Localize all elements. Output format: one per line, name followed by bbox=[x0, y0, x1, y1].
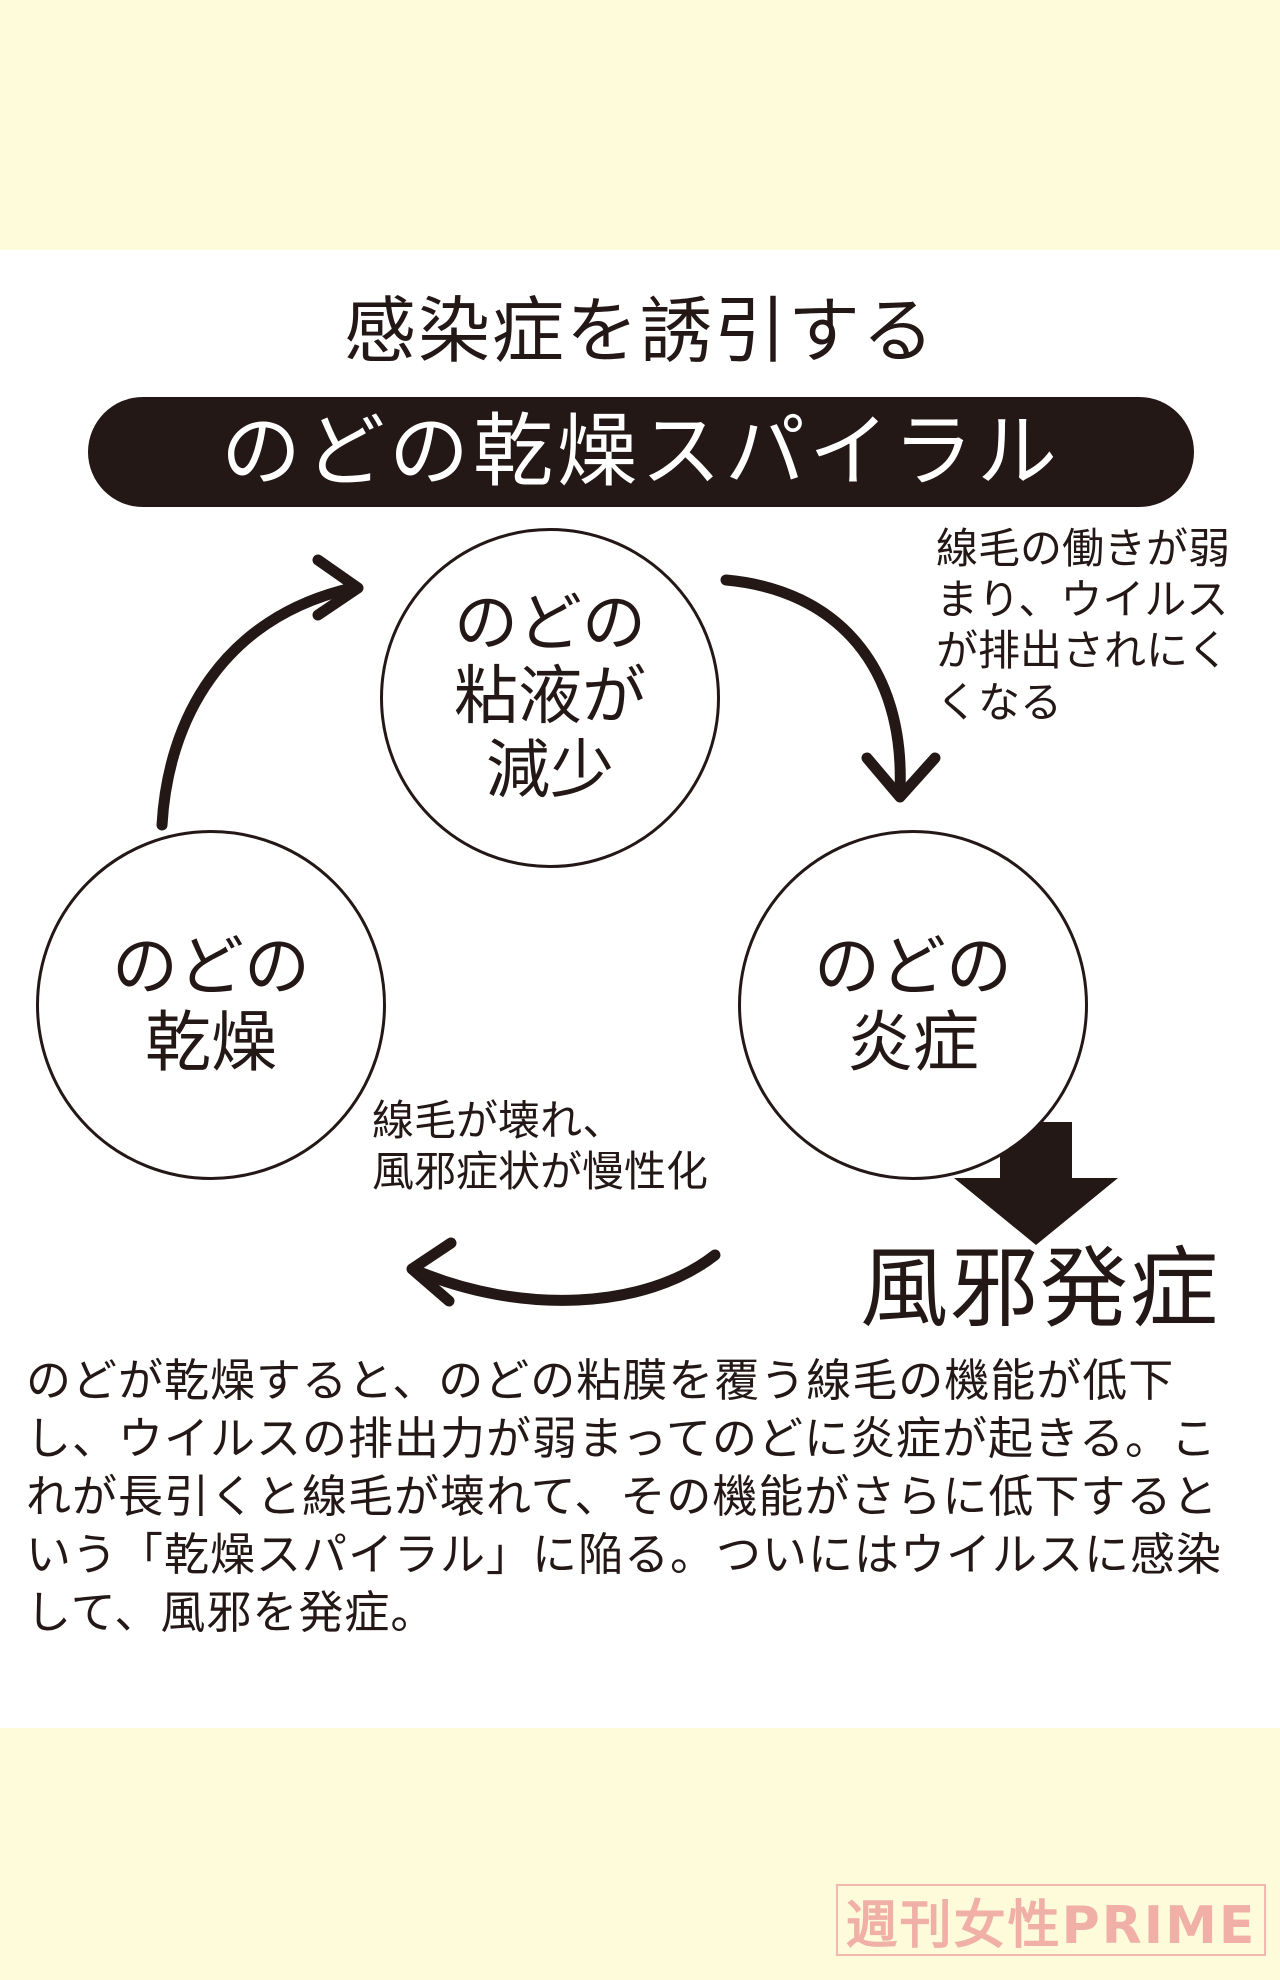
publisher-logo: 週刊女性PRIME bbox=[836, 1884, 1266, 1956]
title-banner: のどの乾燥スパイラル bbox=[88, 397, 1194, 507]
circle-top-line-2: 粘液が bbox=[454, 660, 646, 735]
circle-left-line-1: のどの bbox=[112, 928, 310, 1006]
circle-right-line-1: のどの bbox=[814, 928, 1012, 1006]
arrow-mucus-to-inflammation bbox=[720, 574, 906, 796]
arrowhead-dryness-to-mucus bbox=[312, 554, 364, 621]
arrow-dryness-to-mucus bbox=[156, 582, 358, 831]
note-cilia-broken: 線毛が壊れ、 風邪症状が慢性化 bbox=[372, 1096, 709, 1197]
circle-throat-dryness: のどの 乾燥 bbox=[36, 830, 386, 1180]
circle-mucus-decrease: のどの 粘液が 減少 bbox=[380, 528, 720, 868]
title-banner-text: のどの乾燥スパイラル bbox=[221, 405, 1061, 498]
outcome-cold-onset: 風邪発症 bbox=[860, 1237, 1221, 1340]
circle-left-line-2: 乾燥 bbox=[145, 1004, 277, 1081]
title-subheading: 感染症を誘引する bbox=[343, 289, 936, 373]
arrowhead-mucus-to-inflammation bbox=[861, 752, 941, 803]
circle-throat-inflammation: のどの 炎症 bbox=[738, 830, 1088, 1180]
arrow-inflammation-to-dryness bbox=[409, 1249, 721, 1306]
note-cilia-weakened: 線毛の働きが弱 まり、ウイルス が排出されにく くなる bbox=[936, 524, 1231, 727]
circle-top-line-1: のどの bbox=[454, 586, 646, 661]
circle-top-line-3: 減少 bbox=[486, 733, 614, 808]
publisher-logo-text: 週刊女性PRIME bbox=[845, 1895, 1257, 1956]
circle-right-line-2: 炎症 bbox=[847, 1004, 979, 1081]
outcome-block-arrow bbox=[954, 1122, 1118, 1245]
explanation-paragraph: のどが乾燥すると、のどの粘膜を覆う線毛の機能が低下し、ウイルスの排出力が弱まって… bbox=[26, 1354, 1223, 1640]
arrowhead-inflammation-to-dryness bbox=[406, 1237, 457, 1307]
